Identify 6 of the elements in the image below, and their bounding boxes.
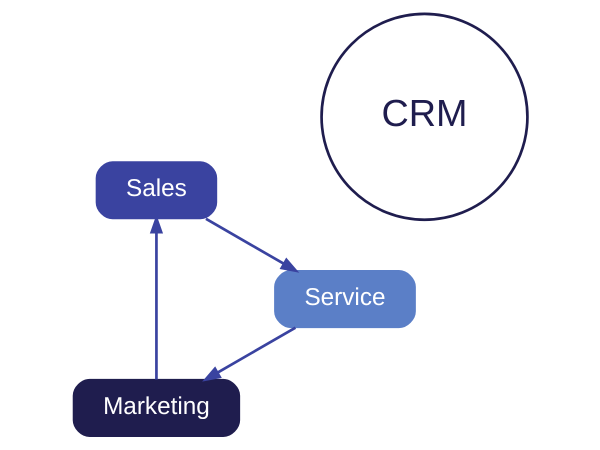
arrow [204,218,299,273]
arrow [202,326,296,382]
node-box: Sales [95,161,217,220]
node-circle: CRM [320,12,528,222]
node-box: Marketing [72,378,240,437]
node-box: Service [274,270,416,328]
